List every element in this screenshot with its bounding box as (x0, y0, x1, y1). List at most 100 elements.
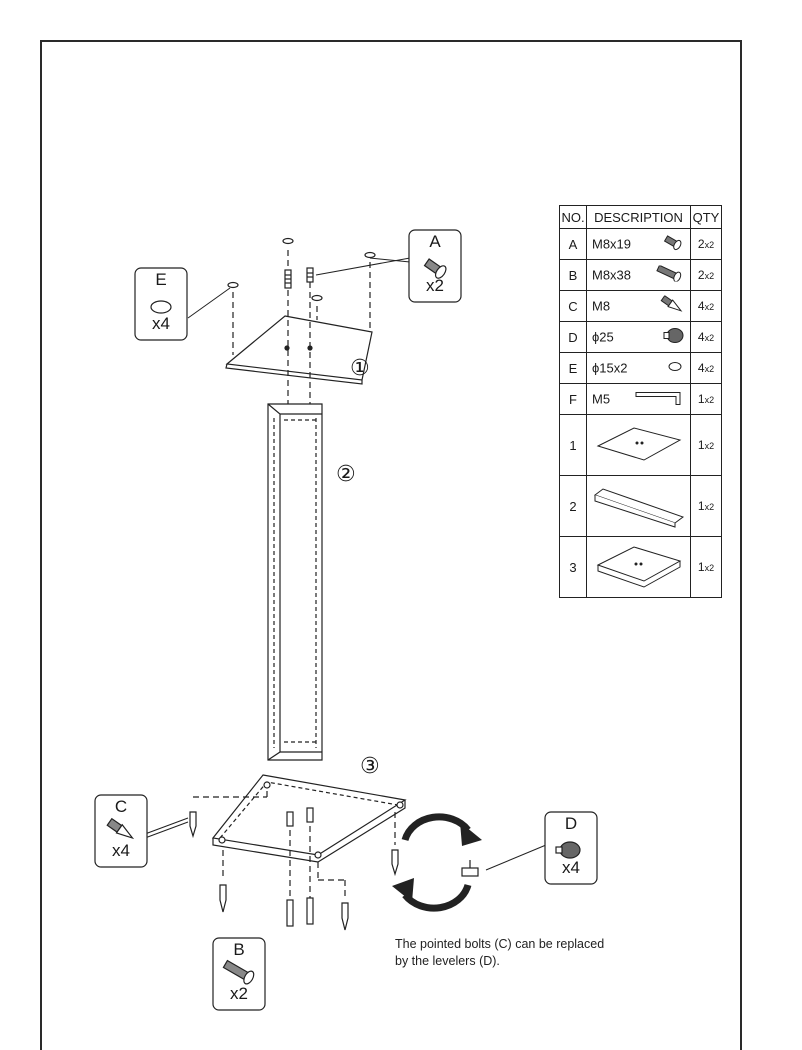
callout-c-letter: C (114, 797, 128, 816)
header-description: DESCRIPTION (586, 205, 691, 229)
note-line-2: by the levelers (D). (395, 954, 500, 968)
pad-icon (664, 361, 686, 376)
row-no: C (559, 290, 587, 322)
table-row: 3 1x2 (559, 536, 722, 598)
part-number-2: ② (336, 462, 356, 487)
callout-d-letter: D (564, 814, 578, 833)
row-qty: 4x2 (690, 290, 722, 322)
row-no: 3 (559, 536, 587, 598)
table-row: F M5 1x2 (559, 383, 722, 415)
qty-multiplier: x2 (704, 302, 715, 312)
row-qty: 2x2 (690, 259, 722, 291)
top-plate-icon (594, 426, 684, 469)
callout-e-letter: E (155, 270, 167, 289)
row-no: B (559, 259, 587, 291)
callout-d: D x4 (545, 814, 597, 878)
row-qty: 1x2 (690, 536, 722, 598)
base-plate (211, 774, 407, 863)
row-qty: 1x2 (690, 383, 722, 415)
callout-b-qty: x2 (230, 984, 248, 1003)
qty-multiplier: x2 (704, 502, 715, 512)
row-description: ϕ15x2 (586, 352, 691, 384)
leader-lines (144, 257, 547, 871)
qty-number: 2 (697, 237, 705, 251)
top-guides (232, 250, 371, 410)
qty-number: 2 (697, 268, 705, 282)
row-no: D (559, 321, 587, 353)
long-bolt-icon (654, 264, 686, 285)
table-row: 2 1x2 (559, 475, 722, 537)
callout-a: A x2 (409, 232, 461, 296)
qty-multiplier: x2 (704, 441, 715, 451)
description-text: M8 (592, 298, 611, 314)
callout-d-qty: x4 (562, 858, 580, 877)
row-qty: 1x2 (690, 475, 722, 537)
note-text: The pointed bolts (C) can be replaced by… (395, 936, 655, 970)
row-description (586, 536, 691, 598)
description-text: M5 (592, 391, 611, 407)
callout-a-qty: x2 (426, 276, 444, 295)
callout-icons (106, 258, 581, 985)
qty-multiplier: x2 (704, 395, 715, 405)
table-row: C M8 4x2 (559, 290, 722, 322)
description-text: ϕ15x2 (592, 360, 628, 376)
row-description: M8 (586, 290, 691, 322)
qty-multiplier: x2 (704, 563, 715, 573)
callout-c-qty: x4 (112, 841, 130, 860)
row-description: M5 (586, 383, 691, 415)
top-hardware (227, 237, 376, 302)
note-line-1: The pointed bolts (C) can be replaced (395, 937, 605, 951)
base-guides (193, 790, 396, 900)
row-description (586, 475, 691, 537)
callout-e-qty: x4 (152, 314, 170, 333)
spike-bolt-icon (658, 295, 686, 317)
qty-multiplier: x2 (704, 271, 715, 281)
allen-key-icon (634, 389, 686, 410)
callout-a-letter: A (429, 232, 441, 251)
qty-number: 4 (697, 361, 705, 375)
short-bolt-icon (660, 235, 686, 254)
qty-multiplier: x2 (704, 333, 715, 343)
row-no: F (559, 383, 587, 415)
callout-b: B x2 (213, 940, 265, 1004)
row-no: A (559, 228, 587, 260)
row-no: 1 (559, 414, 587, 476)
qty-number: 1 (697, 560, 705, 574)
swap-arrows (401, 813, 472, 912)
row-qty: 1x2 (690, 414, 722, 476)
row-description: M8x38 (586, 259, 691, 291)
callout-c: C x4 (95, 797, 147, 861)
table-row: A M8x19 2x2 (559, 228, 722, 260)
row-description (586, 414, 691, 476)
row-no: 2 (559, 475, 587, 537)
description-text: M8x38 (592, 267, 632, 283)
column (267, 403, 323, 761)
table-row: 1 1x2 (559, 414, 722, 476)
part-number-1: ① (350, 356, 370, 381)
column-icon (591, 487, 687, 532)
row-qty: 2x2 (690, 228, 722, 260)
description-text: ϕ25 (592, 329, 614, 345)
qty-number: 4 (697, 330, 705, 344)
callout-e: E x4 (135, 270, 187, 334)
row-description: M8x19 (586, 228, 691, 260)
table-header-row: NO. DESCRIPTION QTY (559, 205, 722, 229)
part-number-3: ③ (360, 754, 380, 779)
qty-number: 1 (697, 392, 705, 406)
qty-number: 1 (697, 499, 705, 513)
header-no: NO. (559, 205, 587, 229)
leveler-icon (662, 326, 686, 349)
qty-multiplier: x2 (704, 240, 715, 250)
row-qty: 4x2 (690, 352, 722, 384)
callout-b-letter: B (233, 940, 245, 959)
table-row: B M8x38 2x2 (559, 259, 722, 291)
base-spikes (189, 811, 399, 931)
description-text: M8x19 (592, 236, 632, 252)
row-description: ϕ25 (586, 321, 691, 353)
qty-multiplier: x2 (704, 364, 715, 374)
row-qty: 4x2 (690, 321, 722, 353)
